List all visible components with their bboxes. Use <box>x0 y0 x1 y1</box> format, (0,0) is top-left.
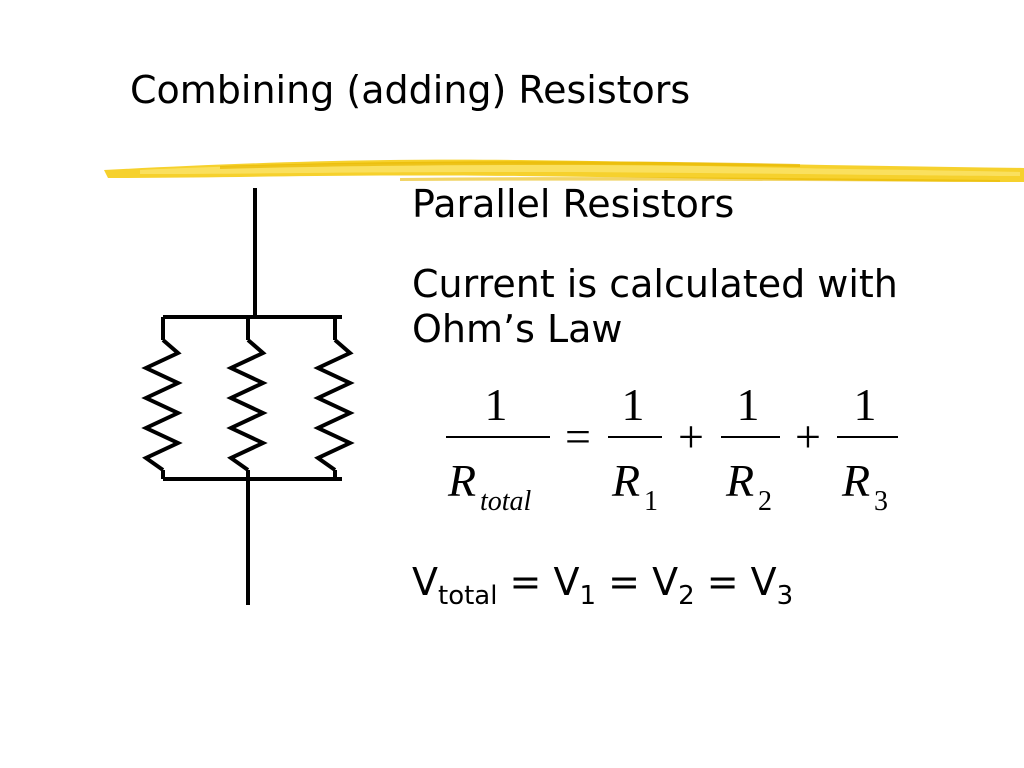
voltage-equation: Vtotal = V1 = V2 = V3 <box>412 560 793 611</box>
section-heading: Parallel Resistors <box>412 182 735 226</box>
denominator-r1: R <box>611 455 640 506</box>
plus-sign-2: + <box>795 411 821 462</box>
plus-sign-1: + <box>678 411 704 462</box>
highlighter-stroke-icon <box>104 159 1024 182</box>
subscript-1: 1 <box>644 486 658 517</box>
v2-subscript: 2 <box>678 581 695 611</box>
equals-1: = <box>509 560 542 604</box>
numerator-r1: 1 <box>622 379 645 430</box>
denominator-r2: R <box>725 455 754 506</box>
parallel-resistance-formula: 1 1 1 1 = + + R total R 1 R 2 R 3 <box>446 379 898 517</box>
subscript-total: total <box>480 486 532 517</box>
v-total-symbol: V <box>412 560 438 604</box>
subscript-3: 3 <box>874 486 888 517</box>
body-text: Current is calculated with Ohm’s Law <box>412 262 898 351</box>
v3-symbol: V <box>750 560 777 604</box>
slide-title: Combining (adding) Resistors <box>130 68 691 112</box>
equals-2: = <box>608 560 640 604</box>
v1-subscript: 1 <box>579 581 597 611</box>
parallel-resistors-diagram-icon <box>141 188 355 605</box>
subscript-2: 2 <box>758 486 772 517</box>
v1-symbol: V <box>553 560 580 604</box>
denominator-r3: R <box>841 455 870 506</box>
numerator-lhs: 1 <box>485 379 508 430</box>
numerator-r3: 1 <box>854 379 877 430</box>
v3-subscript: 3 <box>776 581 794 611</box>
denominator-r-total: R <box>447 455 476 506</box>
equals-sign: = <box>565 411 591 462</box>
numerator-r2: 1 <box>737 379 760 430</box>
v-total-subscript: total <box>438 581 498 611</box>
equals-3: = <box>706 560 739 604</box>
v2-symbol: V <box>652 560 679 604</box>
